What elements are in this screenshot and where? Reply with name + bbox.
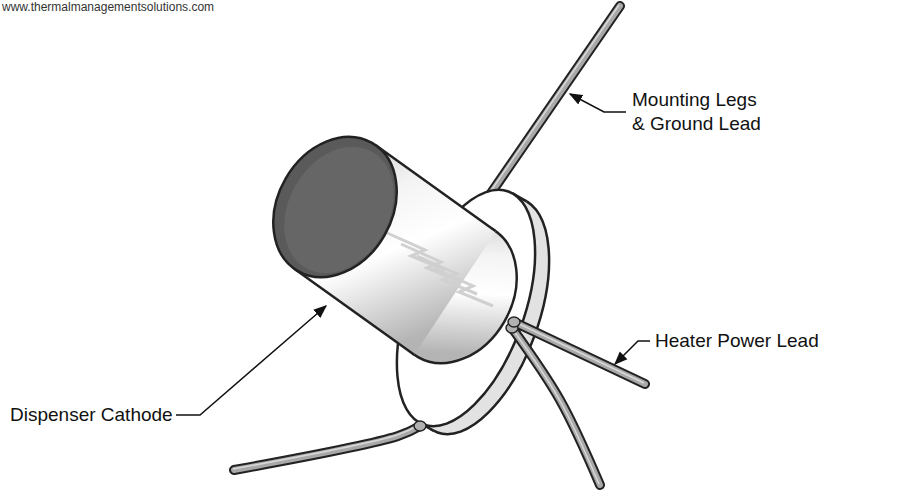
leg-end-cap — [508, 317, 520, 327]
reflection — [433, 268, 493, 306]
mounting-leg-shade — [234, 426, 420, 470]
part-label: Mounting Legs & Ground Lead — [632, 88, 768, 136]
cathode-cylinder-edge — [294, 269, 414, 355]
emitter-face-inner — [262, 127, 416, 293]
part-label: Heater Power Lead — [655, 329, 819, 353]
emitter-face — [249, 114, 422, 299]
mounting-leg-highlight — [233, 425, 419, 469]
leg-group — [233, 317, 645, 485]
part-label: Dispenser Cathode — [10, 403, 173, 427]
heater-power-lead-highlight — [513, 321, 644, 383]
cathode-body — [249, 114, 542, 385]
leader-line — [615, 341, 650, 364]
leader-group — [176, 94, 650, 415]
leader-line — [176, 306, 326, 415]
watermark: www.thermalmanagementsolutions.com — [2, 0, 214, 15]
leader-line — [570, 94, 626, 112]
leg-end-cap — [414, 421, 426, 431]
mounting-leg — [234, 426, 420, 470]
